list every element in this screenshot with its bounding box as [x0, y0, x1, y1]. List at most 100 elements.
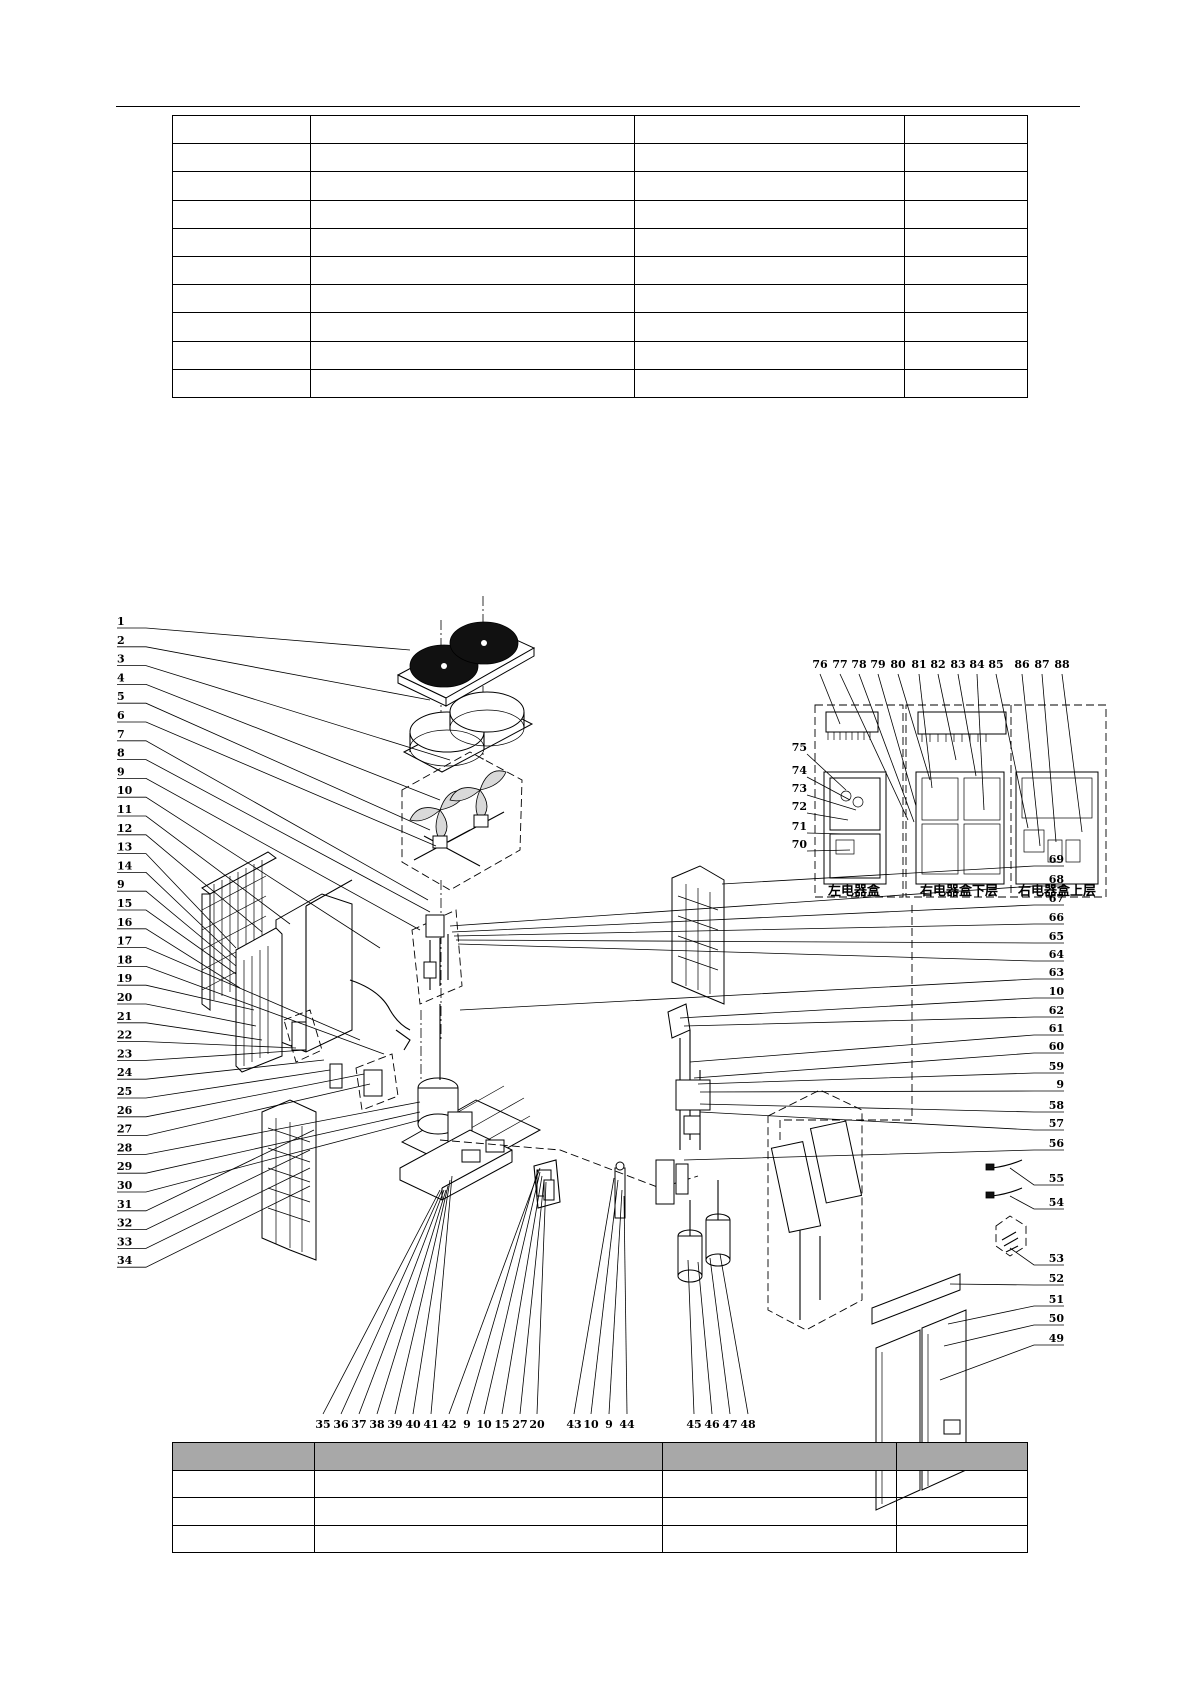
- callout-box-side: 75: [792, 741, 807, 754]
- callout-leader: [957, 673, 977, 777]
- callout-leader: [394, 1185, 449, 1415]
- callout-left: 22: [117, 1029, 132, 1042]
- callout-left: 12: [117, 822, 132, 835]
- callout-leader: [806, 776, 851, 801]
- table-row: [172, 1469, 1028, 1499]
- callout-bottom: 37: [351, 1418, 366, 1431]
- callout-right: 58: [1049, 1099, 1065, 1112]
- callout-leader: [453, 923, 1064, 937]
- box-caption-left: 左电器盒: [828, 883, 881, 899]
- callout-leader: [536, 1181, 547, 1415]
- valve-group-bottom: [533, 1159, 626, 1219]
- callout-leader: [117, 890, 237, 967]
- fan-guard-plate: [396, 621, 536, 707]
- callout-left: 8: [117, 747, 125, 760]
- callout-right: 65: [1049, 930, 1064, 943]
- callout-left: 30: [117, 1179, 133, 1192]
- callout-left: 10: [117, 784, 133, 797]
- callout-bottom: 43: [566, 1418, 581, 1431]
- callout-leader: [806, 753, 847, 791]
- callout-left: 6: [117, 709, 125, 722]
- callout-bottom: 44: [619, 1418, 635, 1431]
- callout-left: 23: [117, 1047, 132, 1060]
- central-piping-assembly: [411, 909, 463, 1080]
- callout-right: 60: [1049, 1040, 1065, 1053]
- callout-leader: [683, 1016, 1064, 1027]
- callout-leader: [877, 673, 917, 807]
- callout-numbers: 1234567891011121314915161718192021222324…: [117, 615, 1070, 1431]
- callout-left: 17: [117, 935, 132, 948]
- callout-left: 34: [117, 1254, 133, 1267]
- callout-box-side: 73: [792, 782, 807, 795]
- callout-left: 13: [117, 841, 132, 854]
- base-pan-compressor: [399, 1077, 542, 1201]
- table-row: [172, 1497, 1028, 1526]
- callout-left: 4: [117, 671, 125, 684]
- left-coil-assembly: [201, 851, 411, 1073]
- callout-right: 56: [1049, 1137, 1065, 1150]
- callout-leader: [483, 1171, 541, 1415]
- callout-bottom: 15: [494, 1418, 509, 1431]
- callout-box-top: 81: [911, 658, 926, 671]
- callout-right: 66: [1049, 911, 1065, 924]
- callout-leader: [117, 947, 361, 1041]
- callout-box-side: 70: [792, 838, 808, 851]
- callout-leader: [117, 872, 237, 959]
- callout-leader: [459, 978, 1064, 1011]
- callout-box-top: 84: [969, 658, 985, 671]
- callout-leader: [839, 673, 909, 821]
- header-rule: [116, 106, 1080, 107]
- callout-right: 54: [1049, 1196, 1065, 1209]
- callout-leader: [117, 909, 237, 975]
- callout-left: 9: [117, 765, 125, 778]
- callout-leader: [117, 1022, 263, 1041]
- callout-leader: [709, 1257, 731, 1415]
- callout-left: 7: [117, 728, 125, 741]
- callout-leader: [448, 1167, 541, 1415]
- callout-left: 31: [117, 1198, 132, 1211]
- callout-left: 5: [117, 690, 125, 703]
- callout-leader: [117, 646, 431, 701]
- callout-bottom: 9: [463, 1418, 471, 1431]
- callout-left: 20: [117, 991, 133, 1004]
- callout-leader: [117, 1003, 257, 1027]
- callout-box-top: 88: [1054, 658, 1070, 671]
- callout-leader: [455, 939, 1064, 944]
- callout-bottom: 10: [583, 1418, 599, 1431]
- callout-bottom: 47: [722, 1418, 737, 1431]
- callout-leader: [1009, 1247, 1064, 1266]
- valve-group-left: [283, 1009, 399, 1111]
- callout-leader: [117, 665, 451, 761]
- callout-bottom: 10: [476, 1418, 492, 1431]
- callout-leader: [590, 1179, 619, 1415]
- callout-leader: [117, 1167, 311, 1249]
- callout-left: 21: [117, 1010, 132, 1023]
- callout-left: 18: [117, 953, 133, 966]
- callout-leader: [117, 1119, 421, 1193]
- callout-right: 55: [1049, 1172, 1064, 1185]
- callout-bottom: 45: [686, 1418, 701, 1431]
- callout-leader: [501, 1175, 543, 1415]
- table-row: [172, 199, 1028, 229]
- table-row: [172, 312, 1028, 342]
- callout-left: 32: [117, 1217, 132, 1230]
- callout-leader-lines: [117, 627, 1083, 1415]
- callout-right: 67: [1049, 892, 1064, 905]
- callout-box-top: 86: [1014, 658, 1030, 671]
- callout-leader: [117, 1101, 421, 1155]
- callout-leader: [117, 1111, 421, 1174]
- callout-right: 68: [1049, 873, 1065, 886]
- callout-leader: [117, 853, 237, 949]
- callout-left: 2: [117, 634, 125, 647]
- callout-box-side: 71: [792, 820, 807, 833]
- callout-leader: [117, 702, 431, 831]
- callout-box-top: 82: [930, 658, 945, 671]
- box-caption-right-upper: 右电器盒上层: [1017, 883, 1096, 899]
- callout-left: 24: [117, 1066, 133, 1079]
- callout-leader: [806, 849, 851, 852]
- table-row: [172, 368, 1028, 398]
- electrical-boxes: [814, 704, 1107, 898]
- callout-bottom: 20: [529, 1418, 545, 1431]
- callout-leader: [117, 815, 291, 925]
